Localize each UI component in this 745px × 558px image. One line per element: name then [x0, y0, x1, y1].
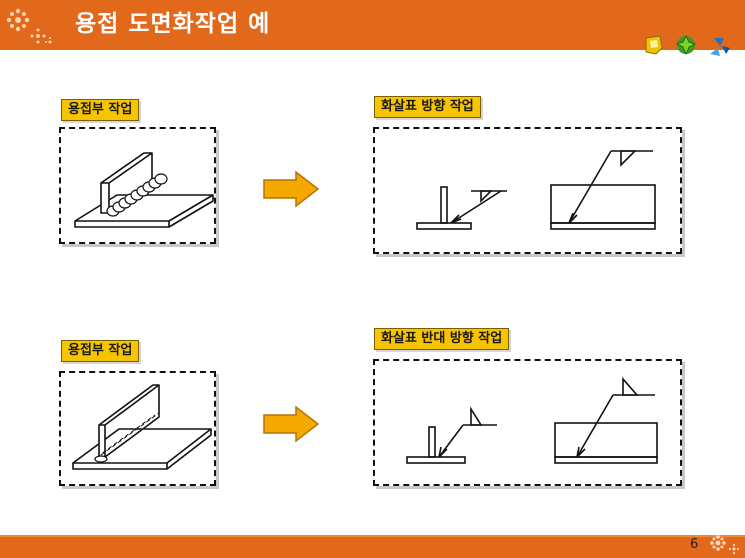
footer-highlight	[0, 535, 745, 537]
footer-bar	[0, 535, 745, 558]
weld-part-illustration-2	[72, 384, 212, 470]
weld-part-drawing-frame-2	[59, 371, 216, 486]
title-bar	[0, 0, 745, 50]
flower-decoration-icon	[6, 8, 52, 44]
weld-work-label-2: 용접부 작업	[61, 340, 140, 362]
weld-work-label-1: 용접부 작업	[61, 99, 140, 121]
weld-part-illustration-1	[74, 152, 214, 228]
right-arrow-icon-2	[263, 405, 320, 443]
footer-flower-icon	[710, 535, 740, 555]
slide-title: 용접 도면화작업 예	[75, 11, 271, 37]
arrow-side-work-label: 화살표 방향 작업	[374, 96, 481, 118]
weld-part-drawing-frame-1	[59, 127, 216, 244]
opposite-side-drawing-frame	[373, 359, 682, 486]
right-arrow-icon	[263, 170, 320, 208]
page-number: 6	[690, 537, 699, 552]
logo-icon	[645, 35, 730, 56]
opposite-side-symbol-drawing	[406, 376, 658, 464]
arrow-side-symbol-drawing	[416, 150, 656, 230]
opposite-side-work-label: 화살표 반대 방향 작업	[374, 328, 510, 350]
arrow-side-drawing-frame	[373, 127, 682, 254]
